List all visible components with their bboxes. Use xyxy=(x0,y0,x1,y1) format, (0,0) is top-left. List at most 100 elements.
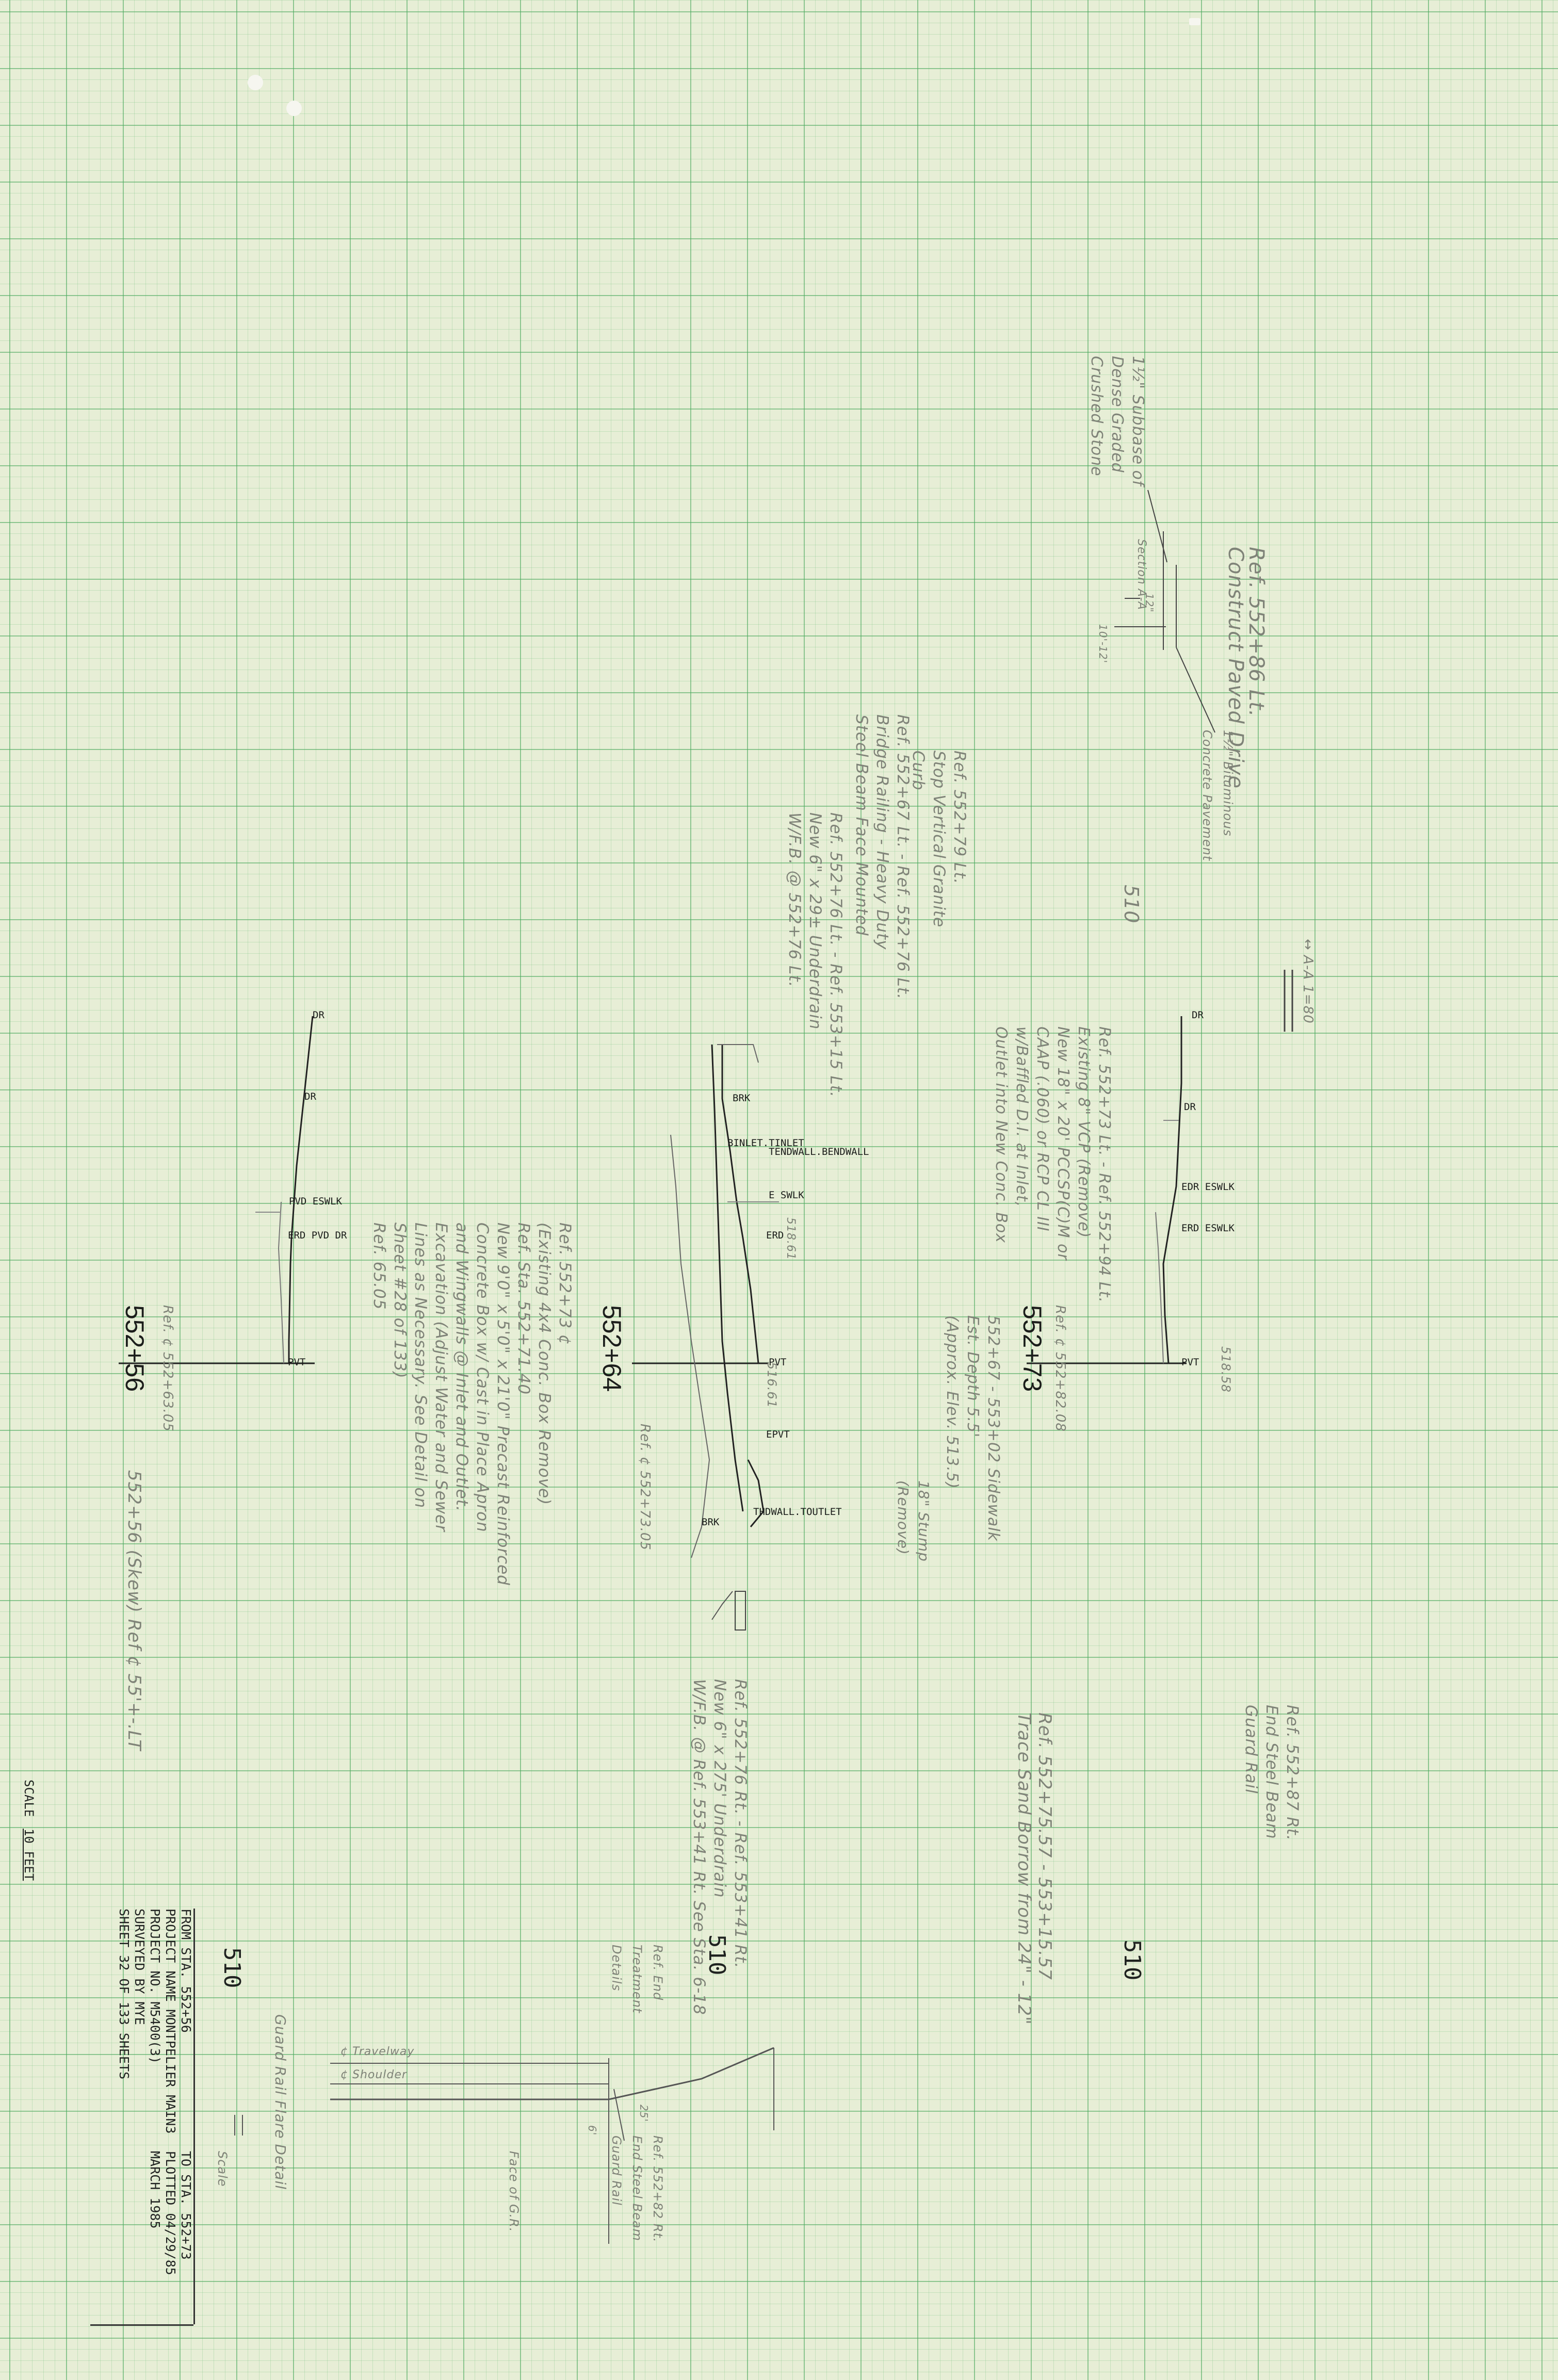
middle-section-profile xyxy=(632,1044,779,1631)
note-line: Concrete Pavement xyxy=(1200,730,1214,861)
note-line: Stop Vertical Granite xyxy=(930,751,948,928)
note-line: Ref. 552+76 Rt. - Ref. 553+41 Rt. xyxy=(731,1679,750,1969)
middle-top-outline xyxy=(717,1044,759,1063)
middle-label: PVT xyxy=(769,1357,787,1368)
middle-label: ERD xyxy=(766,1230,784,1241)
title-block-border xyxy=(193,1909,195,2324)
note-line: (Approx. Elev. 513.5) xyxy=(943,1315,961,1489)
note-line: New 6" x 29± Underdrain xyxy=(806,812,824,1030)
sheet-no: SHEET 32 OF 133 SHEETS xyxy=(117,1909,132,2080)
note-line: Ref. 552+73 Lt. - Ref. 552+94 Lt. xyxy=(1095,1026,1113,1303)
note-line: Ref. 552+79 Lt. xyxy=(950,751,969,885)
sand-borrow-note: Ref. 552+75.57 - 553+15.57 Trace Sand Bo… xyxy=(1014,1713,1055,2025)
middle-offset: 518.61 xyxy=(784,1217,797,1260)
middle-label: BINLET.TINLET xyxy=(727,1137,804,1149)
note-line: (Remove) xyxy=(895,1480,912,1555)
note-line: 1½" Bituminous xyxy=(1221,730,1235,837)
note-line: End Steel Beam xyxy=(1262,1705,1281,1839)
left-label: PVD ESWLK xyxy=(289,1196,342,1207)
flare-face-label: Face of G.R. xyxy=(507,2151,521,2232)
note-line: Ref. 552+82 Rt. xyxy=(651,2136,665,2243)
middle-label: E SWLK xyxy=(769,1189,804,1201)
survey-date: MARCH 1985 xyxy=(148,2151,163,2229)
middle-label: BRK xyxy=(733,1093,751,1104)
right-section-profile xyxy=(1027,1016,1187,1364)
flare-leader xyxy=(613,2089,625,2141)
title-block-border xyxy=(90,2324,193,2326)
middle-offset: 516.61 xyxy=(765,1362,779,1408)
note-line: (Existing 4x4 Conc. Box Remove) xyxy=(535,1222,554,1506)
flare-rail-line xyxy=(330,2047,774,2100)
drive-leader xyxy=(1176,647,1215,733)
scale-label: SCALE xyxy=(22,1780,36,1817)
note-line: w/Baffled D.I. at Inlet, xyxy=(1013,1026,1031,1208)
paved-drive-width: 10'-12' xyxy=(1097,624,1109,664)
flare-detail-drawing xyxy=(234,2047,774,2244)
note-line: Ref. 552+73 ¢ xyxy=(556,1222,574,1345)
flare-dim: 6' xyxy=(586,2125,598,2136)
punch-hole xyxy=(248,75,263,90)
stump-note: 18" Stump (Remove) xyxy=(892,1480,934,1562)
note-line: Ref. 65.05 xyxy=(370,1222,388,1310)
note-line: Guard Rail xyxy=(1242,1705,1260,1794)
to-sta: TO STA. 552+73 xyxy=(178,2151,193,2260)
note-line: and Wingwalls @ Inlet and Outlet. xyxy=(452,1222,471,1512)
note-line: Crushed Stone xyxy=(1088,356,1106,477)
paved-drive-pavement: 1½" Bituminous Concrete Pavement xyxy=(1197,730,1238,861)
note-line: Ref. 552+86 Lt. xyxy=(1244,547,1268,718)
right-label: DR xyxy=(1192,1009,1204,1021)
right-existing-line xyxy=(1155,1212,1164,1364)
note-line: CAAP (.060) or RCP CL III xyxy=(1033,1026,1051,1232)
left-label: DR xyxy=(304,1091,316,1102)
left-label: PVT xyxy=(288,1357,306,1368)
elevation-label: 510 xyxy=(1120,885,1143,924)
middle-proposed-line xyxy=(711,1044,744,1512)
flare-end-beam-note: Ref. 552+82 Rt. End Steel Beam Guard Rai… xyxy=(606,2136,668,2243)
note-line: Trace Sand Borrow from 24" - 12" xyxy=(1014,1713,1034,2025)
left-ground-line xyxy=(288,1016,314,1363)
station-middle: 552+64 xyxy=(597,1305,626,1392)
note-line: Existing 8" VCP (Remove) xyxy=(1075,1026,1093,1238)
punch-hole xyxy=(286,101,302,116)
middle-culvert-outline xyxy=(670,1134,710,1558)
left-label: DR xyxy=(313,1009,324,1021)
middle-label: TENDWALL.BENDWALL xyxy=(769,1146,869,1158)
scale-value: 10 FEET xyxy=(22,1829,36,1881)
right-label: EDR ESWLK xyxy=(1181,1181,1235,1193)
detail-note: ↔ A-A 1=80 xyxy=(1300,939,1316,1024)
culvert-note: Ref. 552+73 Lt. - Ref. 552+94 Lt. Existi… xyxy=(991,1026,1114,1303)
middle-station-note: Ref. ¢ 552+73.05 xyxy=(637,1424,653,1551)
right-station-note: Ref. ¢ 552+82.08 xyxy=(1052,1305,1068,1432)
punch-hole xyxy=(1189,18,1200,25)
project-no: PROJECT NO. M5400(3) xyxy=(148,1909,163,2064)
note-line: Steel Beam Face Mounted xyxy=(852,714,871,936)
title-block: FROM STA. 552+56 PROJECT NAME MONTPELIER… xyxy=(90,1909,294,2326)
note-line: New 9'0" x 5'0" x 21'0" Precast Reinforc… xyxy=(494,1222,512,1586)
note-line: Lines as Necessary. See Detail on xyxy=(411,1222,430,1509)
flare-travelway-label: ¢ Travelway xyxy=(340,2045,415,2058)
right-label: ERD ESWLK xyxy=(1181,1222,1235,1234)
paved-drive-dim: 12" xyxy=(1143,593,1156,613)
note-line: End Steel Beam xyxy=(630,2136,644,2242)
note-line: Concrete Box w/ Cast in Place Apron xyxy=(473,1222,492,1533)
note-line: New 18" x 20' PCCSP(C)M or xyxy=(1054,1026,1072,1261)
right-ground-line xyxy=(1162,1016,1182,1364)
flare-shoulder-label: ¢ Shoulder xyxy=(340,2068,407,2081)
note-line: W/F.B. @ 552+76 Lt. xyxy=(785,812,804,988)
flare-dim: 25' xyxy=(638,2105,650,2122)
left-skew-note: 552+56 (Skew) Ref ¢ 55'+-.LT xyxy=(124,1470,144,1751)
box-culvert-note: Ref. 552+73 ¢ (Existing 4x4 Conc. Box Re… xyxy=(369,1222,575,1586)
right-offset: 518.58 xyxy=(1219,1346,1233,1393)
underdrain-right-note: Ref. 552+76 Rt. - Ref. 553+41 Rt. New 6"… xyxy=(689,1679,751,2015)
left-section-profile xyxy=(119,1016,315,1364)
title-block-right: TO STA. 552+73 PLOTTED 04/29/85 MARCH 19… xyxy=(147,2151,193,2275)
note-line: Details xyxy=(609,1945,624,1992)
project-name: PROJECT NAME MONTPELIER MAIN3 xyxy=(163,1909,178,2134)
end-treatment-note: Ref. End Treatment Details xyxy=(606,1945,668,2013)
middle-label: EPVT xyxy=(766,1429,790,1440)
curb-note: Ref. 552+79 Lt. Stop Vertical Granite Cu… xyxy=(908,751,970,927)
underdrain-note: Ref. 552+76 Lt. - Ref. 553+15 Lt. New 6"… xyxy=(784,812,846,1098)
right-label: DR xyxy=(1184,1101,1196,1113)
middle-label: THDWALL.TOUTLET xyxy=(753,1506,842,1518)
